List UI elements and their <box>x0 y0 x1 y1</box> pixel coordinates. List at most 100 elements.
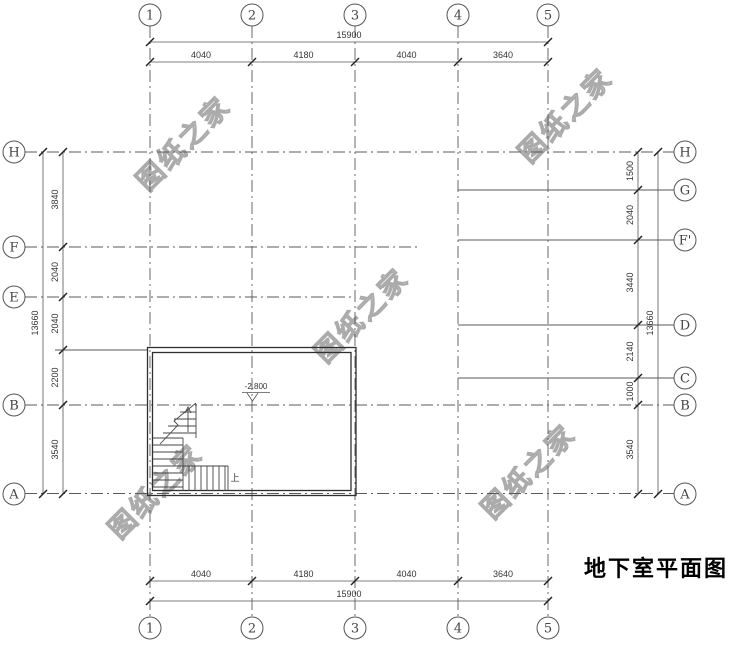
dimension-tick <box>543 57 553 67</box>
plan-title: 地下室平面图 <box>584 557 729 582</box>
axis-bottom-1-circle <box>138 616 162 640</box>
dim-left-total: 13660 <box>30 310 40 335</box>
axis-left-B-circle <box>2 393 26 417</box>
staircase: 上 <box>153 402 240 491</box>
dimension-tick <box>633 373 643 383</box>
dimension-tick <box>58 292 68 302</box>
axis-left-A-label: A <box>8 488 19 503</box>
dim-right-seg: 3440 <box>625 272 635 292</box>
dim-bottom-seg: 4180 <box>293 569 313 579</box>
basement-walls <box>146 346 357 497</box>
dimension-tick <box>38 489 48 499</box>
axis-bottom-4-circle <box>446 616 470 640</box>
dimension-tick <box>145 37 155 47</box>
axis-top-5-circle <box>536 3 560 27</box>
dimension-tick <box>633 147 643 157</box>
dim-bottom-seg: 4040 <box>396 569 416 579</box>
dim-left-seg: 3840 <box>50 189 60 209</box>
dimension-tick <box>653 489 663 499</box>
dim-right-seg: 3540 <box>625 439 635 459</box>
dim-right-seg: 1000 <box>625 381 635 401</box>
dimension-tick <box>145 596 155 606</box>
axis-right-F'-circle <box>673 228 697 252</box>
axis-right-C-circle <box>673 366 697 390</box>
watermark-4: 图纸之家 <box>102 438 209 545</box>
axis-bottom-1-label: 1 <box>146 622 154 637</box>
axis-right-A-circle <box>673 482 697 506</box>
stair-up-label: 上 <box>230 473 239 484</box>
dimension-tick <box>247 57 257 67</box>
axis-left-H-label: H <box>8 146 19 161</box>
dim-bottom-seg: 3640 <box>493 569 513 579</box>
dim-top-seg: 4040 <box>191 50 211 60</box>
axis-left-H-circle <box>2 140 26 164</box>
axis-left-F-label: F <box>9 241 18 256</box>
axis-bottom-2-label: 2 <box>248 622 256 637</box>
axis-top-1-circle <box>138 3 162 27</box>
axis-left-E-circle <box>2 285 26 309</box>
axis-top-5-label: 5 <box>544 9 552 24</box>
dim-top-total: 15900 <box>336 30 361 40</box>
annotations: -2.800 <box>242 382 270 402</box>
dim-bottom-seg: 4040 <box>191 569 211 579</box>
axis-bottom-2-circle <box>240 616 264 640</box>
axis-top-3-label: 3 <box>351 9 359 24</box>
dimension-tick <box>350 57 360 67</box>
axis-top-3-circle <box>343 3 367 27</box>
axis-top-4-label: 4 <box>454 9 462 24</box>
dimension-tick <box>633 400 643 410</box>
dimension-tick <box>350 576 360 586</box>
elevation-label: -2.800 <box>245 382 268 391</box>
dimension-tick <box>145 576 155 586</box>
dimension-tick <box>247 576 257 586</box>
dim-top-seg: 4180 <box>293 50 313 60</box>
dimension-tick <box>633 320 643 330</box>
axis-bottom-3-circle <box>343 616 367 640</box>
axis-bottom-4-label: 4 <box>454 622 462 637</box>
axis-top-4-circle <box>446 3 470 27</box>
axis-left-A-circle <box>2 482 26 506</box>
dimension-tick <box>145 57 155 67</box>
dim-right-seg: 2140 <box>625 341 635 361</box>
axis-right-D-label: D <box>680 319 690 334</box>
axis-right-H-label: H <box>679 146 690 161</box>
axis-right-H-circle <box>673 140 697 164</box>
dimension-tick <box>453 57 463 67</box>
dim-left-seg: 2040 <box>50 262 60 282</box>
wall-outer <box>146 346 357 497</box>
dim-top-seg: 4040 <box>396 50 416 60</box>
axis-top-2-circle <box>240 3 264 27</box>
watermark-2: 图纸之家 <box>512 62 619 169</box>
axis-left-B-label: B <box>9 399 19 414</box>
axis-left-F-circle <box>2 235 26 259</box>
stair-direction-arrow <box>184 405 192 414</box>
dim-left-seg: 3540 <box>50 439 60 459</box>
axis-right-G-label: G <box>680 184 690 199</box>
dimension-tick <box>58 400 68 410</box>
axis-right-B-circle <box>673 393 697 417</box>
elevation-triangle <box>246 392 259 402</box>
dimension-tick <box>58 489 68 499</box>
axis-right-F'-label: F' <box>679 234 692 249</box>
watermark-1: 图纸之家 <box>130 90 237 197</box>
dimension-tick <box>633 235 643 245</box>
axis-right-G-circle <box>673 178 697 202</box>
watermark-3: 图纸之家 <box>308 262 415 369</box>
axis-right-A-label: A <box>679 488 690 503</box>
axis-right-C-label: C <box>680 372 690 387</box>
dim-right-total: 13660 <box>645 310 655 335</box>
axis-bottom-5-label: 5 <box>544 622 552 637</box>
dim-right-seg: 1500 <box>625 161 635 181</box>
dimension-tick <box>58 242 68 252</box>
axis-right-B-label: B <box>680 399 690 414</box>
dimension-tick <box>38 147 48 157</box>
axis-left-E-label: E <box>9 291 19 306</box>
dimension-tick <box>653 147 663 157</box>
dimension-tick <box>58 147 68 157</box>
dimension-tick <box>543 576 553 586</box>
axis-top-2-label: 2 <box>248 9 256 24</box>
